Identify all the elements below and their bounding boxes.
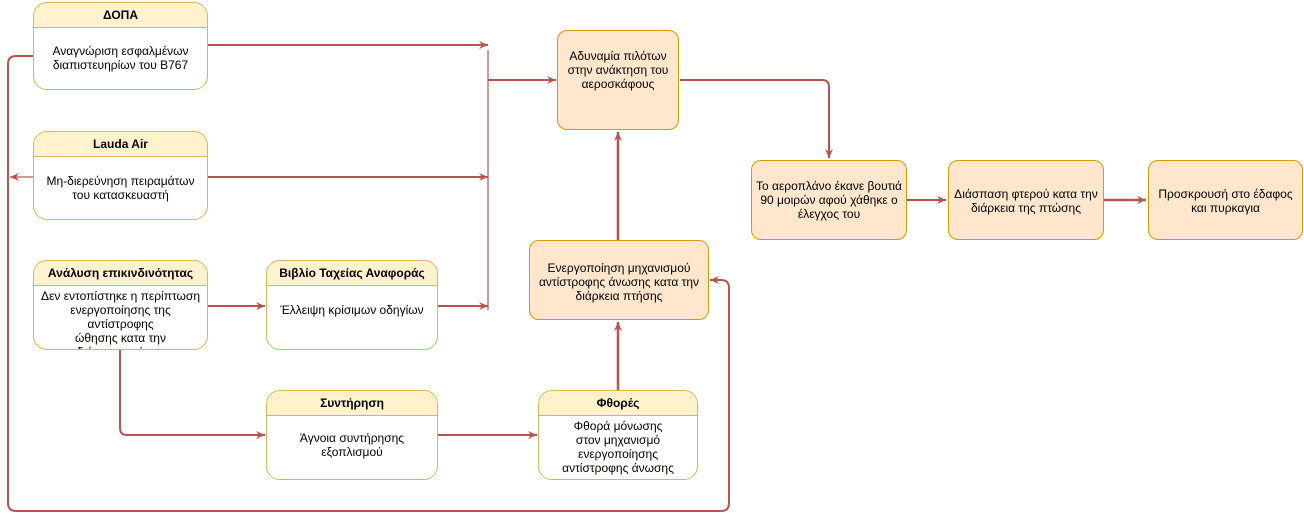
node-dive-90-degrees[interactable]: Το αεροπλάνο έκανε βουτιά 90 μοιρών αφού… — [751, 160, 907, 240]
swimlane-maintenance-body: Άγνοια συντήρησης εξοπλισμού — [299, 431, 405, 459]
swimlane-wear-title: Φθορές — [539, 391, 697, 416]
swimlane-quick-reference[interactable]: Βιβλίο Ταχείας Αναφοράς Έλλειψη κρίσιμων… — [266, 260, 438, 350]
swimlane-risk-analysis[interactable]: Ανάλυση επικινδινότητας Δεν εντοπίστηκε … — [33, 260, 208, 350]
swimlane-lauda-air-title: Lauda Air — [34, 132, 207, 157]
swimlane-dopa-body: Αναγνώριση εσφαλμένων διαπιστευηρίων του… — [52, 44, 189, 72]
swimlane-dopa[interactable]: ΔΟΠΑ Αναγνώριση εσφαλμένων διαπιστευηρίω… — [33, 2, 208, 90]
edge-pilots-to-dive — [680, 79, 833, 158]
swimlane-risk-analysis-title: Ανάλυση επικινδινότητας — [34, 261, 207, 286]
swimlane-wear-body: Φθορά μόνωσης στον μηχανισμό ενεργοποίησ… — [562, 419, 674, 475]
node-ground-impact-fire[interactable]: Προσκρουσή στο έδαφος και πυρκαγια — [1148, 160, 1303, 240]
swimlane-risk-analysis-body: Δεν εντοπίστηκε η περίπτωση ενεργοποίηση… — [41, 289, 200, 349]
swimlane-lauda-air[interactable]: Lauda Air Μη-διερεύνηση πειραμάτων του κ… — [33, 131, 208, 220]
edge-dopa-loop-to-activation — [7, 55, 730, 512]
swimlane-lauda-air-body: Μη-διερεύνηση πειραμάτων του κατασκευαστ… — [46, 173, 195, 202]
edge-risk-to-maint — [119, 350, 265, 439]
swimlane-dopa-title: ΔΟΠΑ — [34, 3, 207, 28]
node-wing-break[interactable]: Διάσπαση φτερού κατα την διάρκεια της πτ… — [948, 160, 1104, 240]
node-reverse-thrust-activation[interactable]: Ενεργοποίηση μηχανισμού αντίστροφης άνωσ… — [529, 240, 709, 320]
swimlane-wear[interactable]: Φθορές Φθορά μόνωσης στον μηχανισμό ενερ… — [538, 390, 698, 480]
node-pilots-recovery-failure[interactable]: Αδυναμία πιλότων στην ανάκτηση του αεροσ… — [557, 30, 679, 130]
swimlane-quick-reference-body: Έλλειψη κρίσιμων οδηγίων — [280, 303, 424, 317]
swimlane-quick-reference-title: Βιβλίο Ταχείας Αναφοράς — [267, 261, 437, 286]
swimlane-maintenance-title: Συντήρηση — [267, 391, 437, 416]
swimlane-maintenance[interactable]: Συντήρηση Άγνοια συντήρησης εξοπλισμού — [266, 390, 438, 480]
